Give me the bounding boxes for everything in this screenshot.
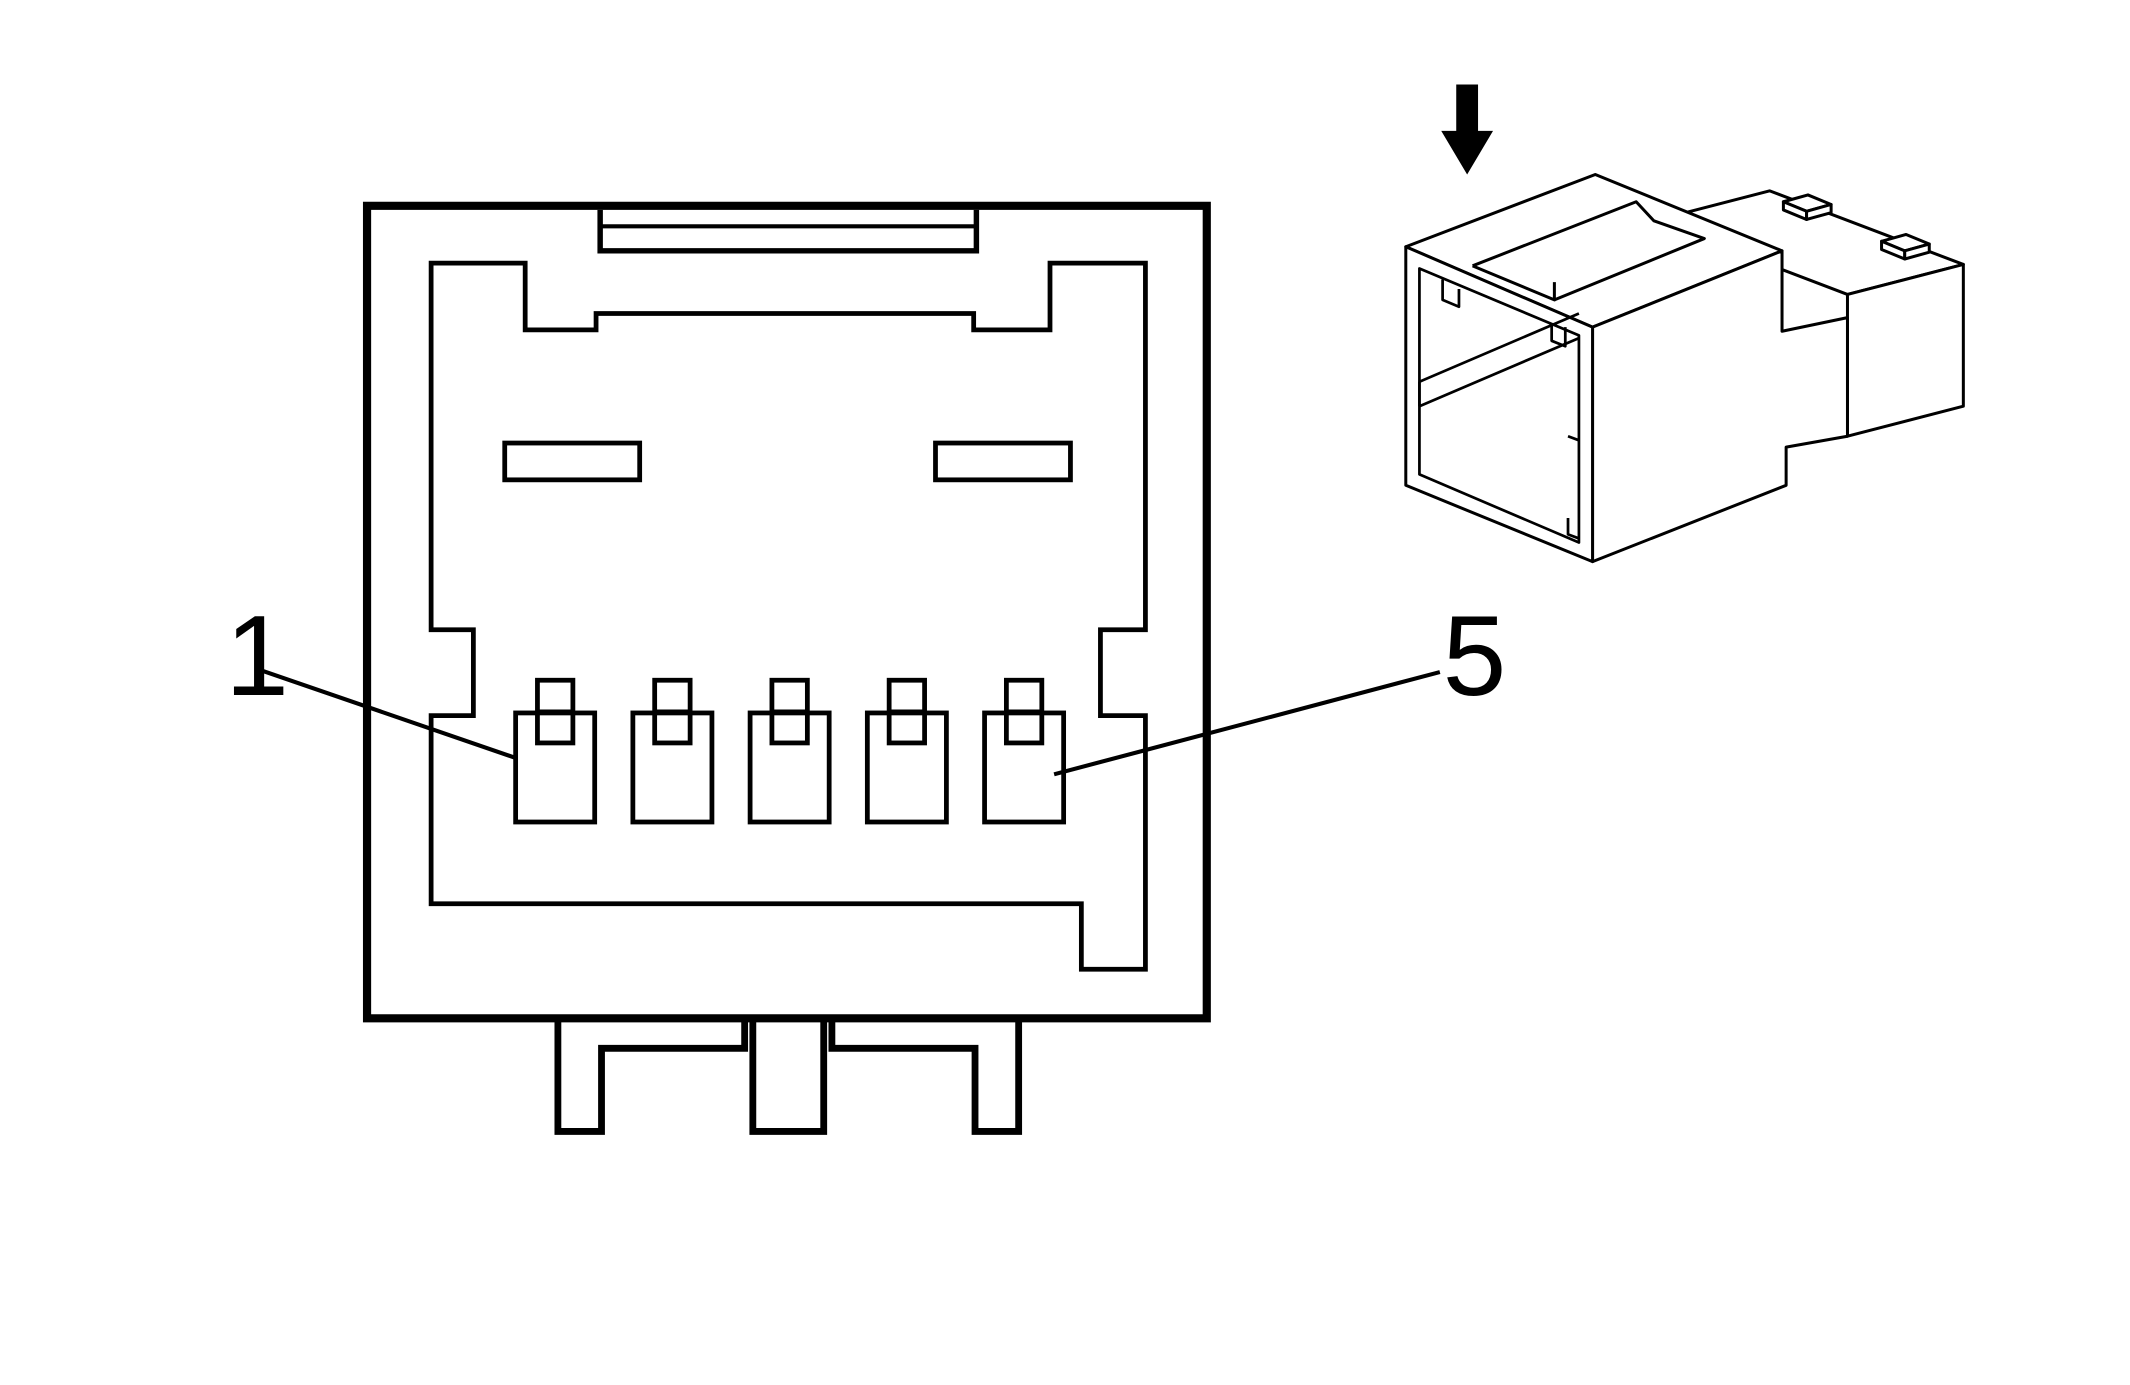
terminal-housing: [747, 710, 832, 825]
rear-body-side: [1845, 262, 1965, 438]
housing-side: [1591, 249, 1849, 564]
opening-inner-detail: [1441, 279, 1580, 540]
inner-cavity: [428, 260, 1148, 972]
housing-front-face: [1404, 245, 1595, 564]
leader-line-pin-5: [1053, 670, 1441, 777]
top-latch: [597, 209, 980, 254]
housing-top-rib: [1472, 200, 1706, 302]
housing-outline: [362, 201, 1211, 1023]
connector-face-view: [362, 201, 1211, 1135]
callout-label-pin-5: 5: [1443, 592, 1507, 720]
down-arrow-icon: [1441, 84, 1494, 175]
callout-label-pin-1: 1: [225, 592, 289, 720]
terminal-housing: [513, 710, 598, 825]
terminal-cavity-5: [982, 677, 1067, 825]
locating-slot-left: [502, 440, 643, 483]
terminal-cavity-3: [747, 677, 832, 825]
terminal-cavity-4: [864, 677, 949, 825]
terminal-cavity-2: [630, 677, 715, 825]
terminal-cavity-1: [513, 677, 598, 825]
terminal-housing: [630, 710, 715, 825]
mounting-tabs: [554, 1021, 1023, 1135]
connector-3d-view: [1404, 84, 1965, 564]
locking-tabs: [1781, 193, 1931, 261]
mounting-tab-left: [554, 1021, 749, 1135]
terminal-housing: [982, 710, 1067, 825]
mounting-tab-center: [749, 1021, 828, 1135]
housing-top-rib-edge: [1472, 264, 1556, 302]
locating-slot-right: [933, 440, 1073, 483]
callouts: 1 5: [225, 592, 1507, 777]
terminal-housing: [864, 710, 949, 825]
terminal-row: [513, 677, 1067, 825]
mounting-tab-right: [828, 1021, 1023, 1135]
leader-line-pin-1: [261, 668, 517, 760]
